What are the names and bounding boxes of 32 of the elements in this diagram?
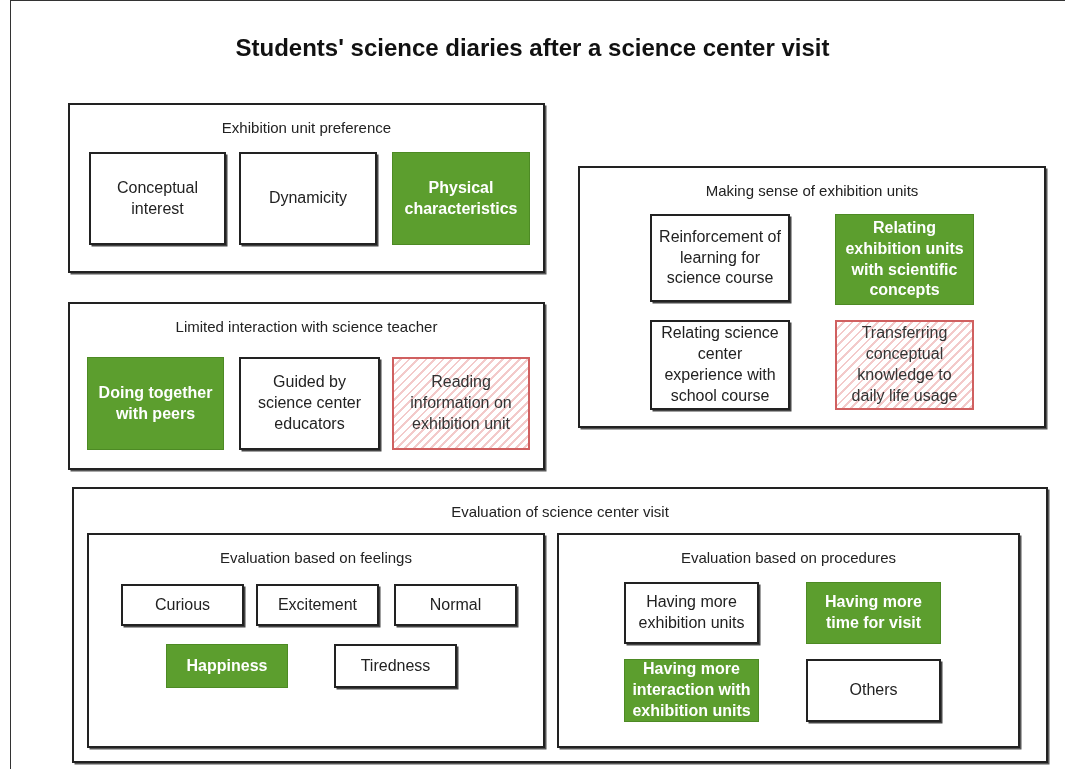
- category-box: Conceptual interest: [89, 152, 226, 245]
- category-box: Relating science center experience with school course: [650, 320, 790, 410]
- group-panel: [87, 533, 545, 748]
- category-box: Guided by science center educators: [239, 357, 380, 450]
- highlighted-category-box: Physical characteristics: [392, 152, 530, 245]
- category-box: Reinforcement of learning for science course: [650, 214, 790, 302]
- group-panel: [72, 487, 1048, 763]
- group-heading: Limited interaction with science teacher: [174, 318, 439, 335]
- group-panel: [557, 533, 1020, 748]
- category-box: Excitement: [256, 584, 379, 626]
- group-panel: [68, 302, 545, 470]
- highlighted-category-box: Relating exhibition units with scientific concepts: [835, 214, 974, 305]
- category-box: Dynamicity: [239, 152, 377, 245]
- group-heading: Exhibition unit preference: [220, 119, 393, 136]
- category-box: Having more exhibition units: [624, 582, 759, 644]
- group-panel: [68, 103, 545, 273]
- category-box: Tiredness: [334, 644, 457, 688]
- group-heading: Evaluation based on feelings: [219, 549, 413, 566]
- group-heading: Evaluation of science center visit: [450, 503, 670, 520]
- hatched-category-box: Transferring conceptual knowledge to daily life usage: [835, 320, 974, 410]
- category-box: Others: [806, 659, 941, 722]
- group-panel: [578, 166, 1046, 428]
- highlighted-category-box: Doing together with peers: [87, 357, 224, 450]
- category-box: Normal: [394, 584, 517, 626]
- highlighted-category-box: Having more time for visit: [806, 582, 941, 644]
- group-heading: Evaluation based on procedures: [679, 549, 898, 566]
- highlighted-category-box: Having more interaction with exhibition units: [624, 659, 759, 722]
- highlighted-category-box: Happiness: [166, 644, 288, 688]
- hatched-category-box: Reading information on exhibition unit: [392, 357, 530, 450]
- diagram-title: Students' science diaries after a science center visit: [234, 34, 831, 62]
- group-heading: Making sense of exhibition units: [704, 182, 920, 199]
- category-box: Curious: [121, 584, 244, 626]
